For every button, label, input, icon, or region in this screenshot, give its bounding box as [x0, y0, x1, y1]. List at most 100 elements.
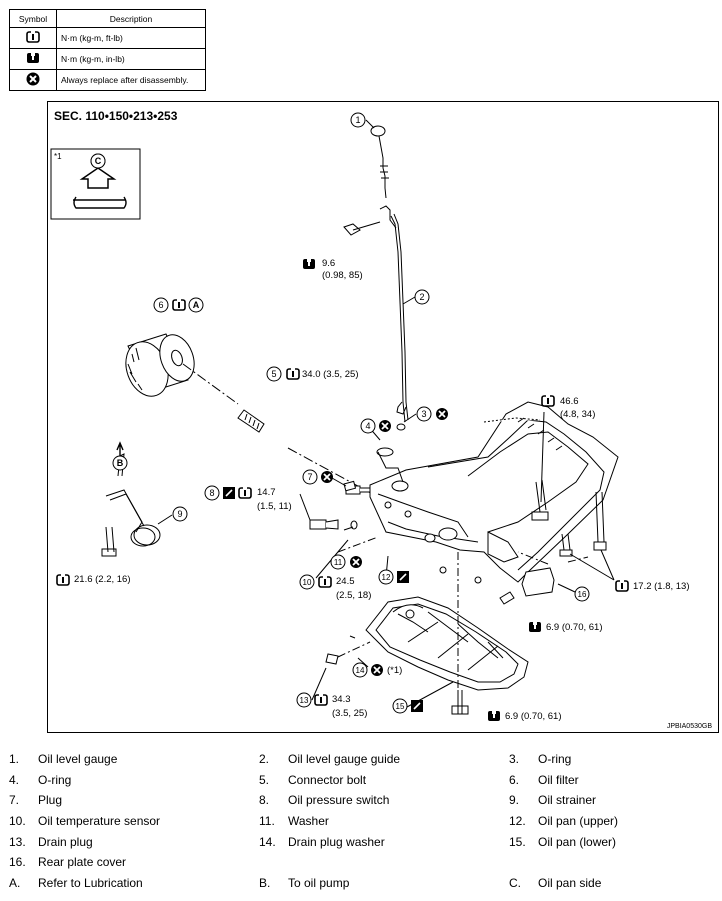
- torque-guide-bolt-units: (0.98, 85): [322, 270, 363, 281]
- svg-text:4: 4: [365, 421, 370, 431]
- torque-wrench-icon: [286, 367, 300, 380]
- oil-level-gauge: [370, 125, 389, 199]
- oil-filter: [125, 333, 195, 397]
- connector-bolt: [237, 409, 265, 433]
- callout-3: 3: [416, 406, 432, 422]
- plug: [343, 480, 357, 492]
- oil-pan-exploded-diagram: 1 2 3 4 5 6 7 8 9 10 11 12 13 14 15 16 C…: [47, 101, 719, 733]
- liquid-gasket-icon: [222, 486, 236, 500]
- torque-pressure-switch-units: (1.5, 11): [257, 501, 292, 512]
- liquid-gasket-icon: [410, 699, 424, 713]
- callout-2: 2: [414, 289, 430, 305]
- svg-text:6: 6: [158, 300, 163, 310]
- inset-note: *1: [54, 152, 62, 161]
- svg-text:16: 16: [578, 590, 587, 599]
- callout-markers: 1 2 3 4 5 6 7 8 9 10 11 12 13 14 15 16 C…: [90, 112, 590, 714]
- symbol-legend-table: Symbol Description N·m (kg-m, ft-lb) N·m…: [9, 9, 206, 91]
- callout-13: 13: [296, 692, 312, 708]
- replace-x-icon: [435, 407, 449, 421]
- torque-pressure-switch-value: 14.7: [257, 487, 276, 498]
- svg-text:14: 14: [356, 666, 365, 675]
- oil-pan-upper: [369, 401, 619, 584]
- replace-x-icon: [320, 470, 334, 484]
- torque-pan-side-bolts: 17.2 (1.8, 13): [633, 581, 690, 592]
- torque-wrench-filled-icon: [303, 258, 315, 269]
- svg-text:12: 12: [382, 573, 391, 582]
- torque-lower-pan: 6.9 (0.70, 61): [505, 711, 562, 722]
- torque-wrench-icon: [172, 298, 186, 311]
- oil-pan-lower: [365, 596, 529, 691]
- legend-symbol-header: Symbol: [9, 9, 57, 28]
- svg-text:10: 10: [303, 578, 312, 587]
- svg-text:A: A: [193, 300, 200, 310]
- oil-pressure-switch: [309, 519, 339, 530]
- torque-upper-pan-value: 46.6: [560, 396, 579, 407]
- torque-strainer-bolt: 21.6 (2.2, 16): [74, 574, 131, 585]
- torque-wrench-filled-icon: [488, 710, 500, 721]
- svg-text:13: 13: [300, 696, 309, 705]
- callout-10: 10: [299, 574, 315, 590]
- torque-upper-pan-units: (4.8, 34): [560, 409, 596, 420]
- figure-code: JPBIA0530GB: [666, 723, 712, 730]
- torque-drain-plug-units: (3.5, 25): [332, 708, 368, 719]
- leader-lines: [157, 119, 615, 708]
- torque-rear-plate-cover: 6.9 (0.70, 61): [546, 622, 603, 633]
- callout-1: 1: [350, 112, 366, 128]
- callout-9: 9: [172, 506, 188, 522]
- svg-text:2: 2: [419, 292, 424, 302]
- torque-wrench-icon: [26, 31, 40, 43]
- callout-14: 14: [352, 662, 368, 678]
- svg-text:C: C: [95, 156, 102, 166]
- callout-7: 7: [302, 469, 318, 485]
- callout-4: 4: [360, 418, 376, 434]
- strainer-bolt: [101, 526, 117, 557]
- svg-text:5: 5: [271, 369, 276, 379]
- callout-16: 16: [574, 586, 590, 602]
- drain-washer-note: (*1): [387, 665, 403, 676]
- inset-oil-pan-side: [50, 148, 141, 220]
- callout-12: 12: [378, 569, 394, 585]
- o-ring: [376, 423, 406, 483]
- torque-temp-sensor-units: (2.5, 18): [336, 590, 372, 601]
- torque-wrench-icon: [56, 573, 70, 586]
- legend-desc-ft-lb: N·m (kg-m, ft-lb): [56, 27, 206, 49]
- rear-plate-cover: [521, 567, 555, 597]
- diagram-drawing: 1 2 3 4 5 6 7 8 9 10 11 12 13 14 15 16 C…: [50, 112, 629, 721]
- svg-text:B: B: [117, 458, 124, 468]
- guide-bolt: [343, 221, 381, 236]
- torque-wrench-filled-icon: [27, 52, 39, 63]
- svg-text:11: 11: [334, 558, 343, 567]
- replace-x-icon: [370, 663, 384, 677]
- svg-text:15: 15: [396, 702, 405, 711]
- replace-x-icon: [26, 72, 40, 86]
- torque-connector-bolt: 34.0 (3.5, 25): [302, 369, 359, 380]
- liquid-gasket-icon: [396, 570, 410, 584]
- callout-5: 5: [266, 366, 282, 382]
- torque-guide-bolt-value: 9.6: [322, 258, 336, 269]
- callout-11: 11: [330, 554, 346, 570]
- dash-lines: [337, 536, 589, 697]
- oil-level-gauge-guide: [379, 205, 409, 423]
- legend-description-header: Description: [56, 9, 206, 28]
- letter-c-marker: C: [90, 153, 106, 169]
- replace-x-icon: [349, 555, 363, 569]
- replace-x-icon: [378, 419, 392, 433]
- torque-wrench-icon: [615, 579, 629, 592]
- torque-drain-plug-value: 34.3: [332, 694, 351, 705]
- letter-b-marker: B: [112, 455, 128, 471]
- torque-temp-sensor-value: 24.5: [336, 576, 355, 587]
- section-reference: SEC. 110•150•213•253: [54, 109, 178, 123]
- svg-text:1: 1: [355, 115, 360, 125]
- washer: [350, 520, 358, 530]
- svg-text:3: 3: [421, 409, 426, 419]
- torque-wrench-filled-icon: [529, 621, 541, 632]
- torque-wrench-icon: [238, 486, 252, 499]
- legend-desc-replace: Always replace after disassembly.: [56, 69, 206, 91]
- bolts: [325, 479, 607, 715]
- torque-wrench-icon: [541, 394, 555, 407]
- svg-text:7: 7: [307, 472, 312, 482]
- torque-wrench-icon: [318, 575, 332, 588]
- torque-wrench-icon: [314, 693, 328, 706]
- callout-8: 8: [204, 485, 220, 501]
- svg-text:9: 9: [177, 509, 182, 519]
